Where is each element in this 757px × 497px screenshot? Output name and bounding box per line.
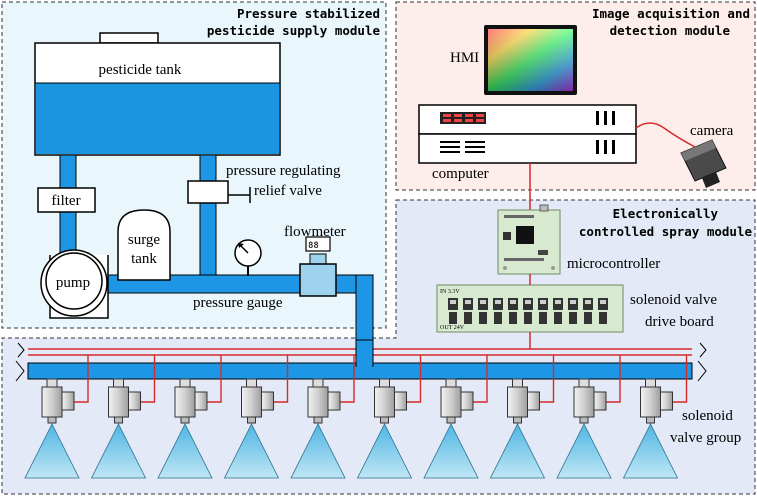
spray-cone [489, 423, 546, 479]
svg-text:88: 88 [308, 241, 319, 251]
pesticide-tank [34, 32, 281, 156]
spray-cone [622, 423, 679, 479]
pressure-gauge [234, 239, 262, 276]
spray-title-line2: controlled spray module [579, 224, 753, 239]
camera-label: camera [690, 123, 734, 139]
camera [680, 139, 727, 188]
pipe-joint [357, 360, 372, 368]
solenoid-valve [573, 355, 621, 424]
solenoid-valve [374, 355, 422, 424]
surge-tank-label-line1: surge [128, 232, 161, 248]
spray-cone [24, 423, 80, 479]
acquisition-title-line1: Image acquisition and [592, 6, 750, 21]
spray-module-panel [1, 199, 756, 495]
supply-title-line2: pesticide supply module [207, 23, 381, 38]
computer-label: computer [432, 166, 489, 182]
solenoid-valve [507, 355, 555, 424]
spray-cone [290, 423, 346, 479]
relief-valve [187, 180, 251, 204]
microcontroller-board [497, 204, 561, 275]
pesticide-tank-label: pesticide tank [99, 62, 182, 78]
drive-board-output-voltage: OUT 24V [440, 325, 465, 331]
spray-cone [556, 423, 612, 479]
drive-board-input-voltage: IN 3.3V [440, 289, 460, 295]
pressure-gauge-label: pressure gauge [193, 295, 283, 311]
pump-label: pump [56, 275, 90, 291]
flowmeter: 88 [299, 236, 337, 297]
filter [37, 187, 96, 213]
drive-board [436, 284, 624, 333]
valve-group-label-line2: valve group [670, 430, 741, 446]
relief-valve-label-line1: pressure regulating [226, 163, 341, 179]
bar-break-left [15, 360, 25, 382]
solenoid-valve [241, 355, 289, 424]
computer [418, 104, 637, 164]
bus-break-left [17, 342, 25, 358]
drive-board-label-line1: solenoid valve [630, 292, 717, 308]
bus-break-right [699, 342, 707, 358]
drive-board-label-line2: drive board [645, 314, 714, 330]
pump [40, 249, 109, 319]
solenoid-valve [174, 355, 222, 424]
solenoid-valve [640, 355, 688, 424]
microcontroller-label: microcontroller [567, 256, 660, 272]
solenoid-valve-group [24, 355, 688, 479]
valve-group-label-line1: solenoid [682, 408, 733, 424]
acquisition-title-line2: detection module [610, 23, 731, 38]
bar-break-right [697, 360, 707, 382]
solenoid-valve [108, 355, 156, 424]
spray-title-line1: Electronically [613, 206, 719, 221]
spray-cone [90, 423, 147, 479]
spray-cone [157, 423, 213, 479]
supply-title-line1: Pressure stabilized [237, 6, 380, 21]
flowmeter-label: flowmeter [284, 224, 346, 240]
pipe-corner [357, 276, 372, 292]
hmi-label: HMI [450, 50, 479, 66]
surge-tank [117, 209, 171, 281]
spray-cone [356, 423, 413, 479]
solenoid-valve [41, 355, 89, 424]
filter-label: filter [51, 193, 80, 209]
relief-valve-label-line2: relief valve [254, 183, 322, 199]
hmi-monitor [484, 25, 577, 95]
spray-cone [423, 423, 479, 479]
solenoid-valve [440, 355, 488, 424]
surge-tank-label-line2: tank [131, 251, 157, 267]
solenoid-valve [307, 355, 355, 424]
camera-wire [635, 122, 696, 148]
spray-cone [223, 423, 280, 479]
